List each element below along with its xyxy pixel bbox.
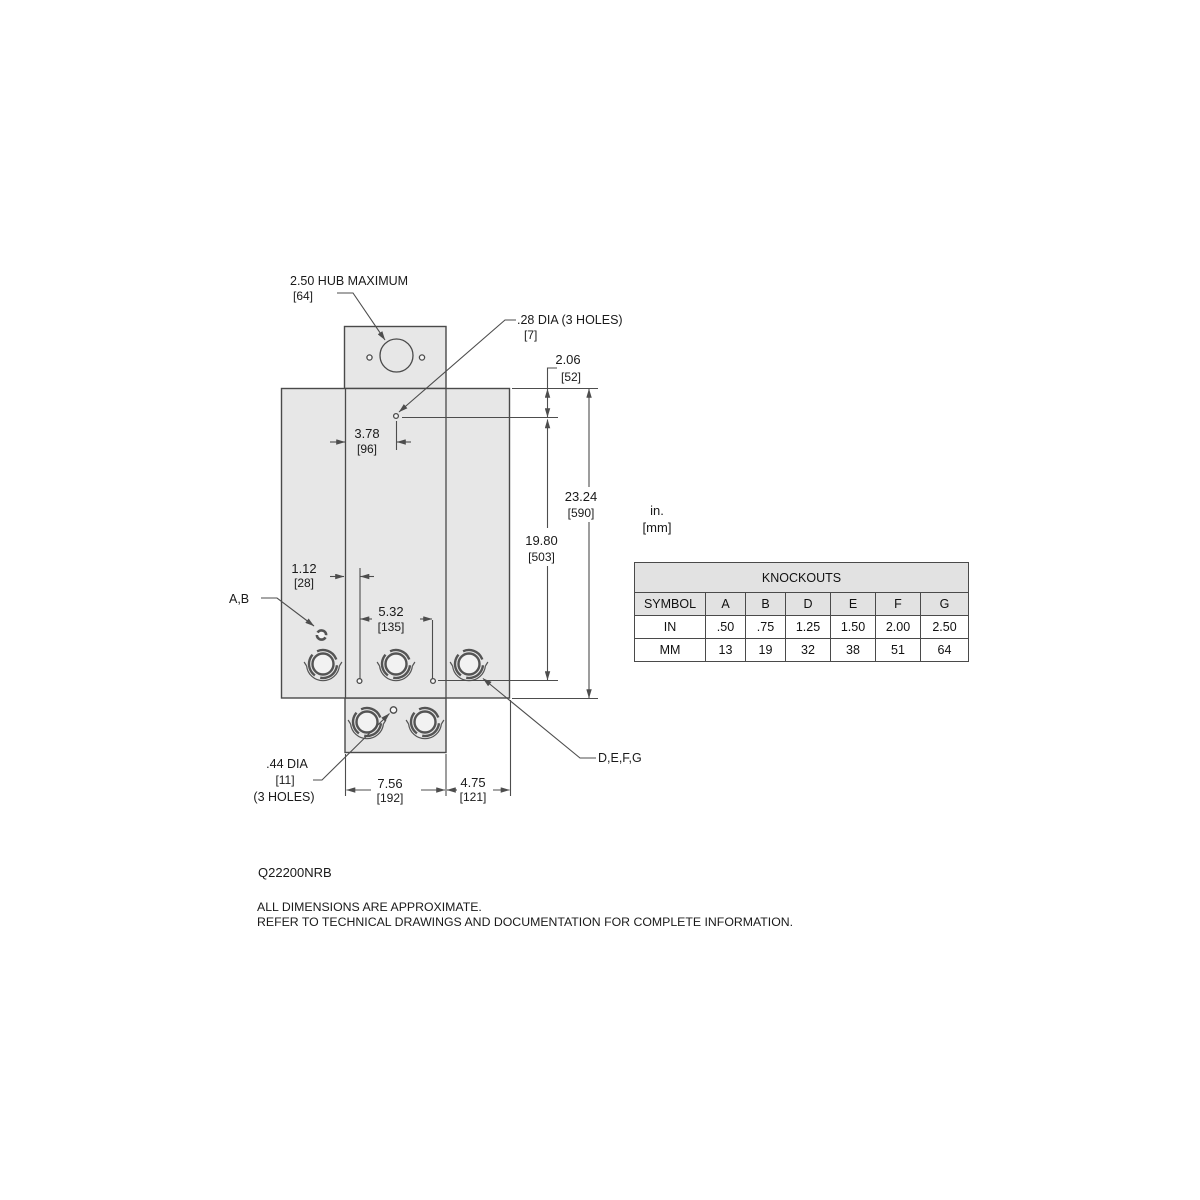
- table-cell: MM: [634, 638, 706, 662]
- note-line-2: REFER TO TECHNICAL DRAWINGS AND DOCUMENT…: [257, 915, 793, 929]
- dia44-label-mm: [11]: [275, 773, 294, 787]
- mount-hole-28dia: [392, 412, 400, 420]
- table-cell: 51: [875, 638, 921, 662]
- dimension-4-75: 4.75 [121]: [446, 775, 510, 804]
- dim-378-in: 3.78: [354, 426, 379, 441]
- table-cell: 2.00: [875, 615, 921, 639]
- extension-lines: [344, 387, 598, 796]
- dia28-label-mm: [7]: [524, 328, 537, 342]
- dia44-label: .44 DIA: [266, 757, 308, 771]
- dim-2324-mm: [590]: [568, 506, 595, 520]
- dim-475-mm: [121]: [460, 790, 487, 804]
- table-row: MM 13 19 32 38 51 64: [634, 638, 970, 662]
- top-hub-tab: [343, 325, 447, 390]
- dim-532-mm: [135]: [378, 620, 405, 634]
- dim-206-mm: [52]: [561, 370, 581, 384]
- table-row: IN .50 .75 1.25 1.50 2.00 2.50: [634, 615, 970, 639]
- units-in: in.: [650, 503, 664, 518]
- callout-44dia: .44 DIA [11] (3 HOLES): [253, 713, 390, 804]
- table-header-cell: D: [785, 592, 831, 616]
- knockouts-table: KNOCKOUTS SYMBOL A B D E F G IN .50 .75 …: [633, 562, 970, 662]
- table-cell: 32: [785, 638, 831, 662]
- table-cell: 2.50: [919, 615, 970, 639]
- mount-hole-top-right: [418, 354, 426, 361]
- table-header-cell: E: [830, 592, 876, 616]
- units-note: in. [mm]: [643, 503, 672, 535]
- hole-44dia: [389, 706, 398, 714]
- table-row: KNOCKOUTS: [633, 562, 970, 593]
- dimension-7-56: 7.56 [192]: [346, 776, 446, 805]
- mount-hole-bottom-left: [356, 677, 363, 685]
- table-header-cell: A: [705, 592, 746, 616]
- dim-112-in: 1.12: [291, 561, 316, 576]
- dim-475-in: 4.75: [460, 775, 485, 790]
- dimension-2-06: 2.06 [52]: [544, 352, 581, 418]
- table-cell: 64: [919, 638, 970, 662]
- dimension-1-12: 1.12 [28]: [291, 561, 374, 590]
- units-mm: [mm]: [643, 520, 672, 535]
- dim-378-mm: [96]: [357, 442, 377, 456]
- main-body: [280, 387, 511, 699]
- callout-28dia: .28 DIA (3 HOLES) [7]: [398, 313, 623, 413]
- table-row: SYMBOL A B D E F G: [634, 592, 970, 616]
- table-cell: 1.50: [830, 615, 876, 639]
- mount-hole-bottom-right: [429, 677, 437, 685]
- dim-2324-in: 23.24: [565, 489, 598, 504]
- defg-label: D,E,F,G: [598, 751, 642, 765]
- table-title: KNOCKOUTS: [633, 562, 970, 593]
- hub-opening: [379, 338, 414, 373]
- callout-hub: 2.50 HUB MAXIMUM [64]: [290, 274, 408, 341]
- callout-defg: D,E,F,G: [482, 678, 642, 765]
- table-cell: 38: [830, 638, 876, 662]
- table-cell: .75: [745, 615, 786, 639]
- dim-112-mm: [28]: [294, 576, 314, 590]
- mount-hole-top-left: [366, 354, 373, 361]
- table-header-cell: F: [875, 592, 921, 616]
- dia28-label: .28 DIA (3 HOLES): [517, 313, 623, 327]
- dim-532-in: 5.32: [378, 604, 403, 619]
- table-cell: 19: [745, 638, 786, 662]
- dimension-19-80: 19.80 [503]: [525, 419, 558, 681]
- dimension-23-24: 23.24 [590]: [565, 388, 598, 699]
- dim-1980-mm: [503]: [528, 550, 555, 564]
- table-cell: IN: [634, 615, 706, 639]
- dim-756-mm: [192]: [377, 791, 404, 805]
- dimension-3-78: 3.78 [96]: [330, 426, 411, 456]
- ab-label: A,B: [229, 592, 249, 606]
- table-cell: .50: [705, 615, 746, 639]
- note-line-1: ALL DIMENSIONS ARE APPROXIMATE.: [257, 900, 482, 914]
- callout-ab: A,B: [229, 592, 315, 627]
- table-header-cell: G: [919, 592, 970, 616]
- dim-206-in: 2.06: [555, 352, 580, 367]
- hub-label-mm: [64]: [293, 289, 313, 303]
- title-block: Q22200NRB ALL DIMENSIONS ARE APPROXIMATE…: [257, 865, 793, 929]
- table-cell: 1.25: [785, 615, 831, 639]
- dimension-5-32: 5.32 [135]: [360, 604, 433, 634]
- dia44-label-qual: (3 HOLES): [253, 790, 314, 804]
- table-cell: 13: [705, 638, 746, 662]
- table-header-cell: SYMBOL: [634, 592, 706, 616]
- dim-756-in: 7.56: [377, 776, 402, 791]
- dim-1980-in: 19.80: [525, 533, 558, 548]
- model-number: Q22200NRB: [258, 865, 332, 880]
- hub-label: 2.50 HUB MAXIMUM: [290, 274, 408, 288]
- features: [302, 338, 490, 742]
- table-header-cell: B: [745, 592, 786, 616]
- panel-outline: [280, 325, 511, 754]
